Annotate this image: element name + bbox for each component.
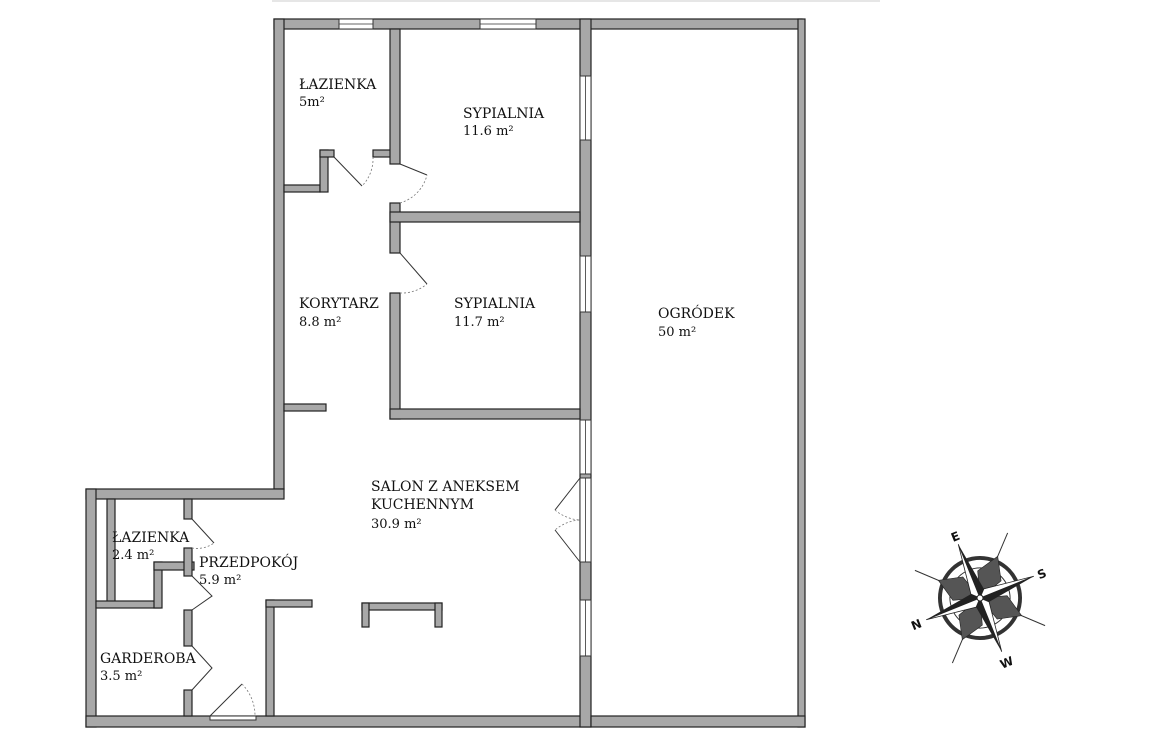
door-bathroom-top <box>333 156 363 187</box>
room-entry-area: 5.9 m² <box>199 573 241 588</box>
kitchen-island-top <box>361 602 443 611</box>
door-small-bathroom <box>191 518 215 544</box>
room-small-bathroom-area: 2.4 m² <box>112 548 154 563</box>
wall-living-partition <box>265 599 275 717</box>
wall-bottom <box>85 715 591 728</box>
room-bathroom-top-name: ŁAZIENKA <box>299 77 377 93</box>
kitchen-island-left <box>361 602 370 628</box>
room-wardrobe-area: 3.5 m² <box>100 669 142 684</box>
wall-house-garden <box>579 18 592 728</box>
wall-entry-c <box>183 609 193 647</box>
door-bedroom1 <box>399 163 428 176</box>
doors <box>191 156 581 721</box>
room-wardrobe-name: GARDEROBA <box>100 651 197 667</box>
compass-letter-w: W <box>998 654 1016 672</box>
windows <box>338 18 592 657</box>
wall-small-bath-bottom <box>95 600 161 609</box>
door-wardrobe <box>191 645 213 691</box>
wall-corridor-a <box>389 202 401 254</box>
room-bedroom1-area: 11.6 m² <box>463 124 514 139</box>
room-living-name-line1: SALON Z ANEKSEM <box>371 479 520 495</box>
room-bedroom2-name: SYPIALNIA <box>454 296 536 312</box>
room-entry-name: PRZEDPOKÓJ <box>199 553 298 571</box>
wall-entry-d <box>183 689 193 717</box>
wall-step <box>85 488 285 500</box>
room-garden-area: 50 m² <box>658 325 696 340</box>
room-living-area: 30.9 m² <box>371 517 422 532</box>
wall-corridor-stub <box>283 403 327 412</box>
room-labels: ŁAZIENKA 5m² SYPIALNIA 11.6 m² KORYTARZ … <box>100 77 735 684</box>
door-entry-closet <box>191 575 213 611</box>
compass-rose: E S W N <box>909 529 1048 672</box>
compass-point-w-dark <box>976 598 1002 652</box>
wall-left-upper <box>273 18 285 490</box>
compass-letter-n: N <box>909 616 924 633</box>
compass-letter-s: S <box>1035 566 1048 582</box>
wall-garden-right <box>797 18 806 728</box>
wall-entry-b <box>183 547 193 577</box>
wall-left-lower <box>85 488 97 728</box>
wall-living-partition-top <box>265 599 313 608</box>
compass-point-n-dark <box>926 594 980 620</box>
wall-bath-jamb-right <box>372 149 392 158</box>
room-hallway-name: KORYTARZ <box>299 296 379 312</box>
walls <box>85 18 806 728</box>
wall-between-bedrooms <box>389 211 581 223</box>
kitchen-island-right <box>434 602 443 628</box>
wall-corridor-b <box>389 292 401 420</box>
room-bedroom1-name: SYPIALNIA <box>463 106 545 122</box>
room-living-name-line2: KUCHENNYM <box>371 497 474 513</box>
room-hallway-area: 8.8 m² <box>299 315 341 330</box>
wall-small-bath-shelf <box>153 561 195 571</box>
entrance-threshold <box>209 715 257 721</box>
compass-letter-e: E <box>949 529 962 545</box>
door-bedroom2 <box>399 252 428 285</box>
door-balcony-upper <box>554 477 581 511</box>
wall-bedroom2-bottom <box>389 408 581 420</box>
compass-point-e-dark <box>958 544 984 598</box>
wall-bath-bottom-left <box>283 184 321 193</box>
wall-entry-a <box>183 498 193 520</box>
room-small-bathroom-name: ŁAZIENKA <box>112 530 190 546</box>
wall-garden-bottom <box>590 715 806 728</box>
door-entrance <box>209 683 243 717</box>
room-bathroom-top-area: 5m² <box>299 95 325 110</box>
wall-bath-jamb-left <box>319 149 335 158</box>
compass-point-s-dark <box>980 576 1034 602</box>
room-garden-name: OGRÓDEK <box>658 304 735 322</box>
room-bedroom2-area: 11.7 m² <box>454 315 505 330</box>
wall-bath-bedroom <box>389 28 401 165</box>
compass-center <box>976 594 984 602</box>
door-balcony-lower <box>554 529 581 563</box>
